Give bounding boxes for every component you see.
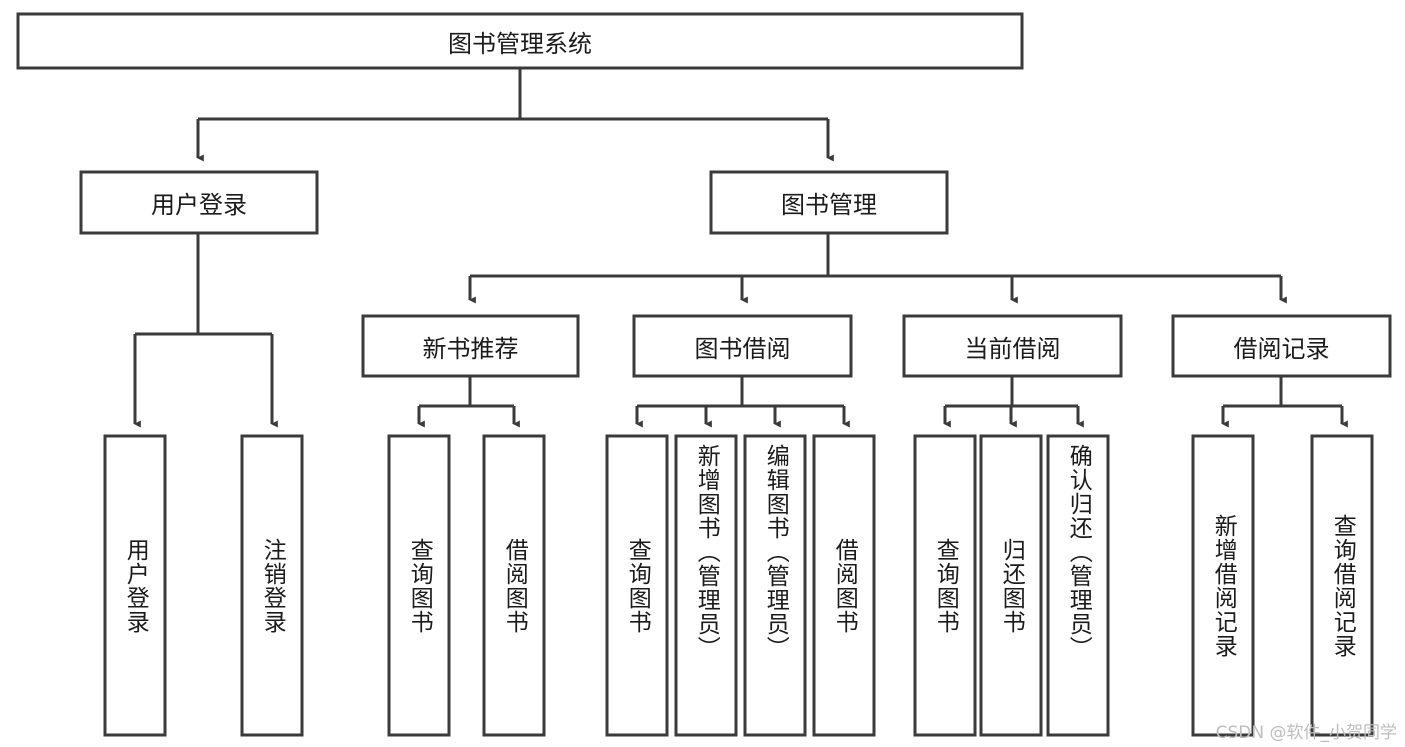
leaf-box[interactable] <box>482 434 546 737</box>
node-current-borrow[interactable] <box>902 314 1123 378</box>
leaf-box[interactable] <box>743 434 807 737</box>
leaf-box[interactable] <box>1046 434 1110 737</box>
node-root[interactable] <box>16 12 1024 70</box>
connector-bookmgmt-to-level3 <box>468 233 1287 304</box>
connector-root-to-level2 <box>196 68 834 162</box>
node-user-login[interactable] <box>79 170 319 235</box>
leaf-box[interactable] <box>913 434 977 737</box>
node-book-borrow[interactable] <box>632 314 853 378</box>
leaf-box[interactable] <box>1310 434 1374 737</box>
node-new-book-rec[interactable] <box>361 314 580 378</box>
connector-bookborrow-to-leaves <box>635 376 850 428</box>
connector-userlogin-to-leaves <box>133 233 278 428</box>
leaf-box[interactable] <box>812 434 876 737</box>
leaf-box[interactable] <box>240 434 304 737</box>
connector-borrowrecord-to-leaves <box>1221 376 1348 428</box>
leaf-box[interactable] <box>1191 434 1255 737</box>
leaf-box[interactable] <box>605 434 669 737</box>
leaf-box[interactable] <box>387 434 451 737</box>
connector-newbook-to-leaves <box>417 376 520 428</box>
leaf-box[interactable] <box>674 434 738 737</box>
watermark-text: CSDN @软件_小贺同学 <box>1215 723 1397 743</box>
leaf-box[interactable] <box>103 434 167 737</box>
node-book-mgmt[interactable] <box>709 170 949 235</box>
node-borrow-record[interactable] <box>1171 314 1392 378</box>
connector-currentborrow-to-leaves <box>943 376 1084 428</box>
leaf-box[interactable] <box>979 434 1043 737</box>
